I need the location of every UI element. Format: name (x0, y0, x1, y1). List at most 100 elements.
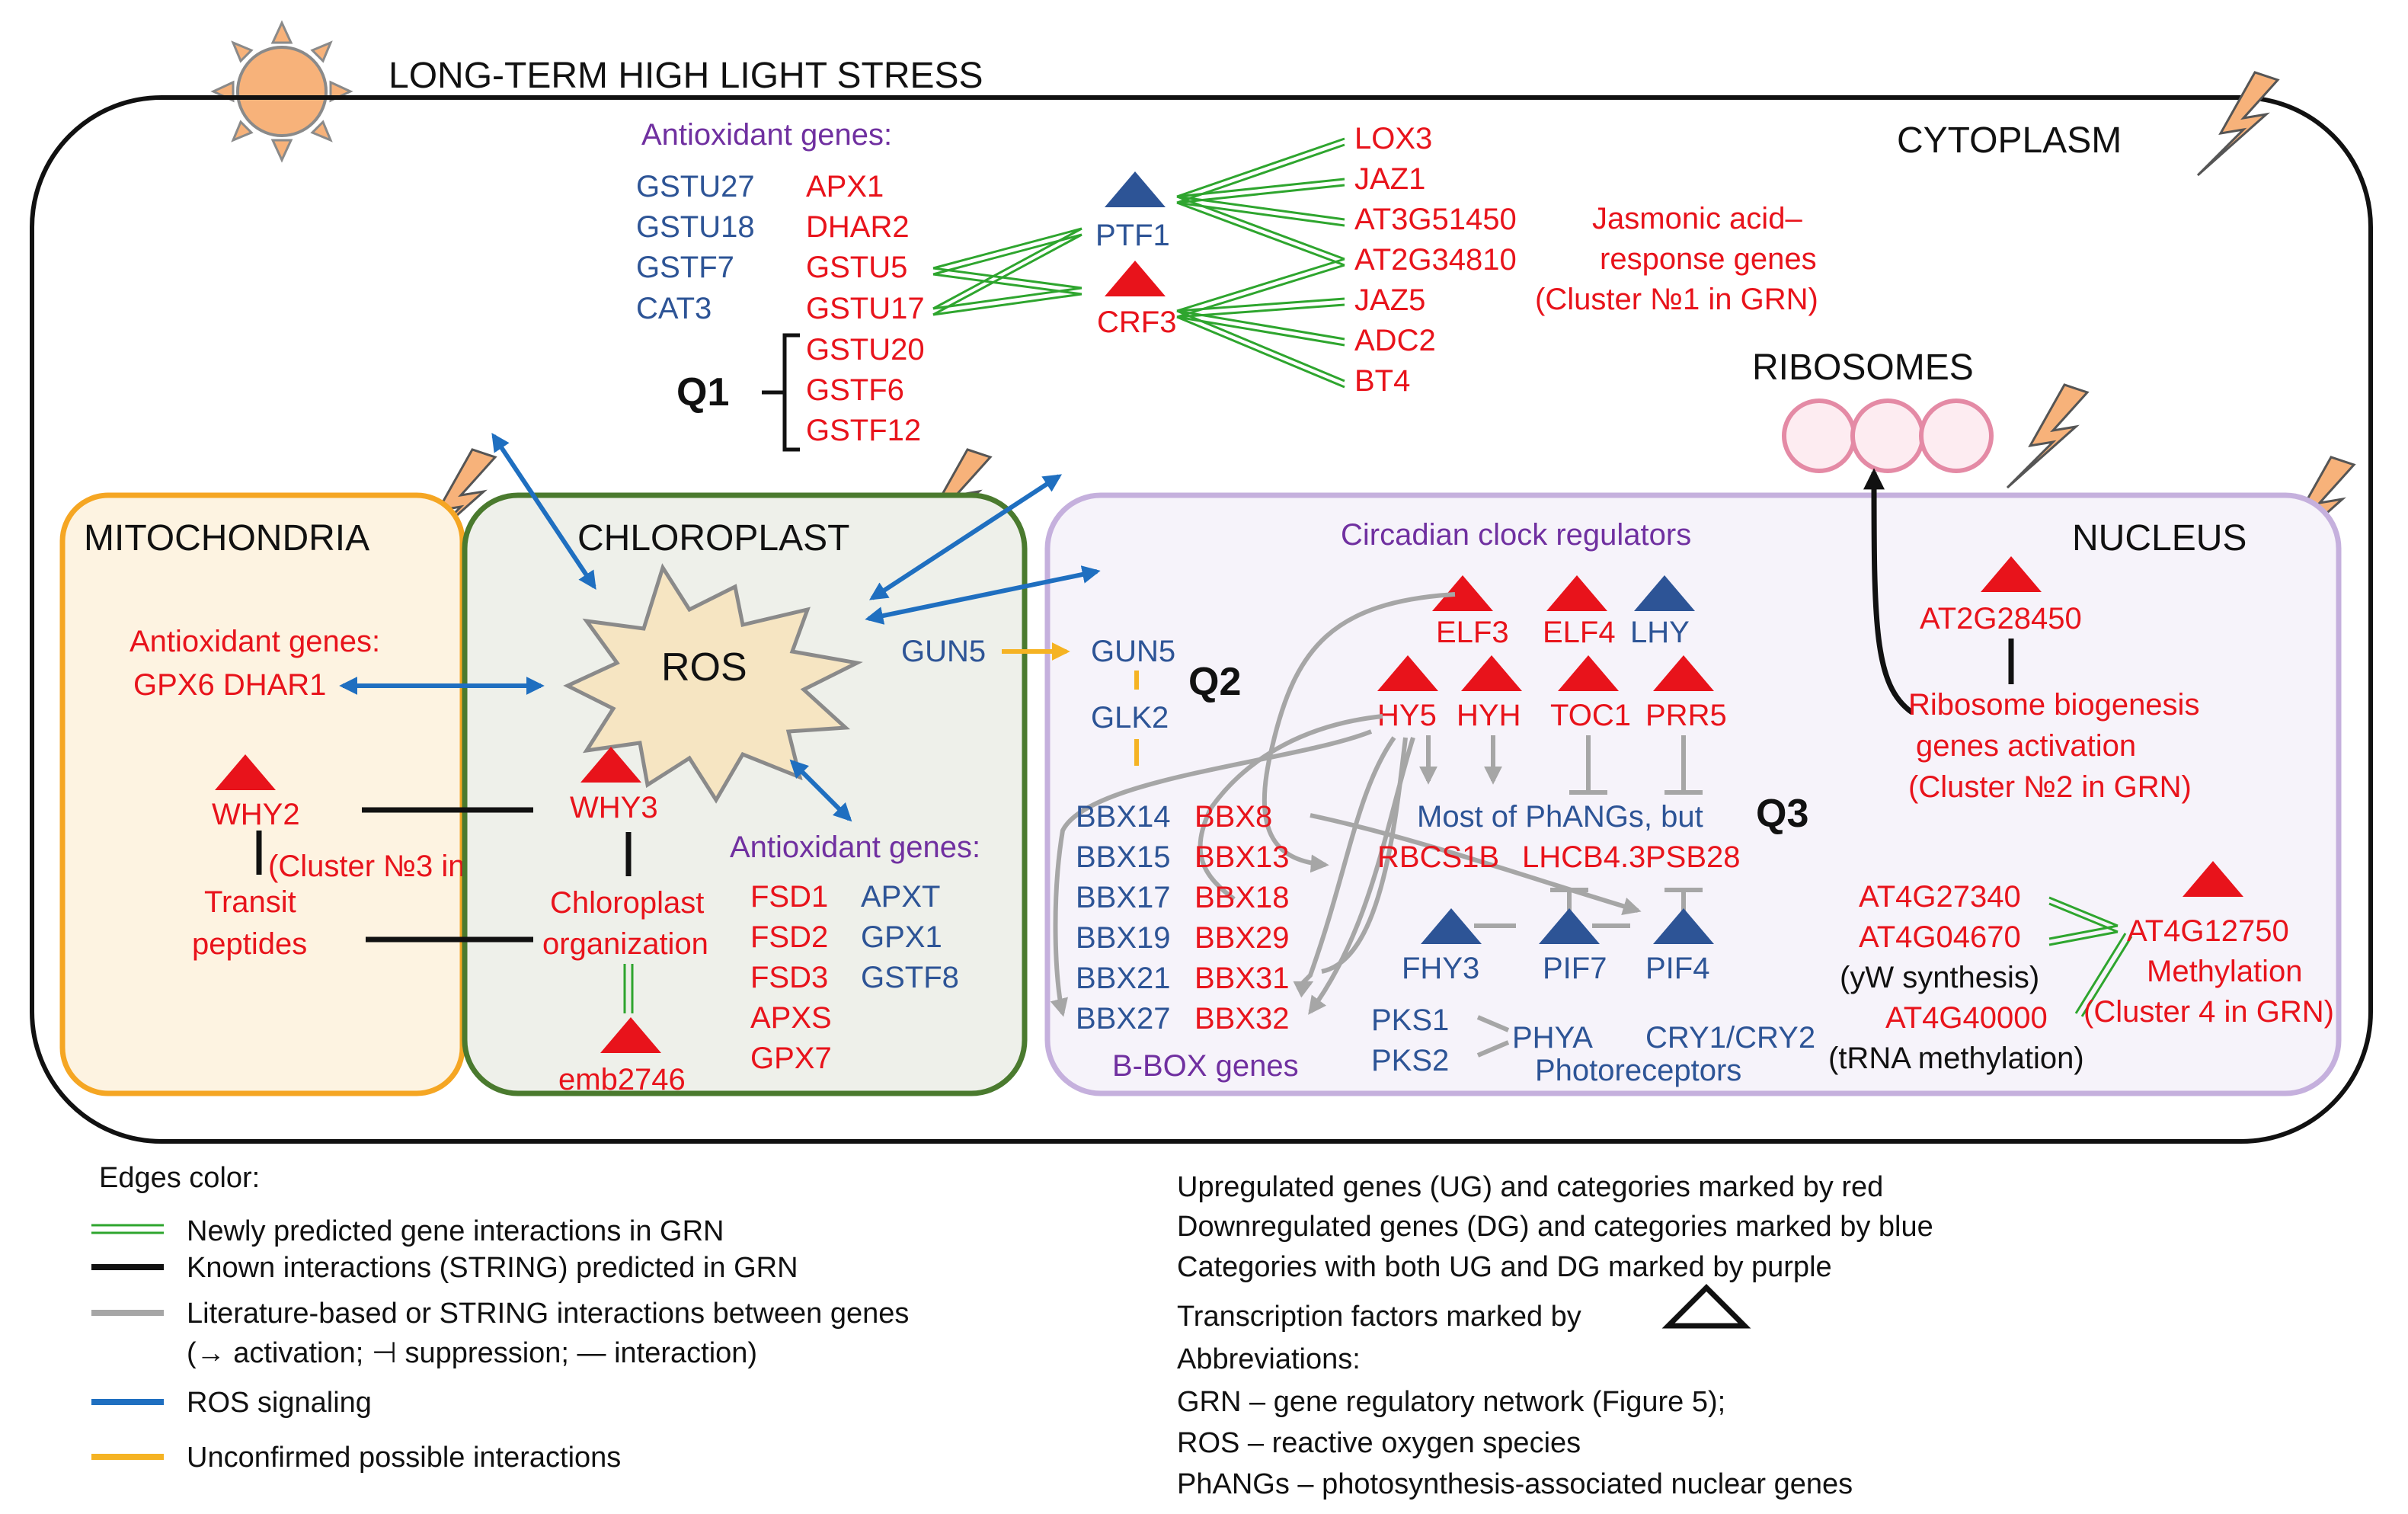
gene-label: GPX7 (750, 1042, 832, 1075)
gene-label: BBX18 (1194, 881, 1290, 914)
tf-triangle-icon (1981, 556, 2042, 592)
ribo-caption: Ribosome biogenesis genes activation (Cl… (1908, 688, 2199, 804)
gene-label: CAT3 (636, 292, 712, 325)
organization-line-1: Chloroplast (550, 886, 704, 920)
ja-caption: Jasmonic acid– response genes (Cluster №… (1535, 202, 1818, 316)
q1-ja-edges (1176, 137, 1345, 389)
ribosomes-label: RIBOSOMES (1752, 347, 1974, 388)
gene-label: AT2G34810 (1354, 243, 1517, 277)
gene-label: ADC2 (1354, 324, 1436, 357)
ja-genes: LOX3 JAZ1 AT3G51450 AT2G34810 JAZ5 ADC2 … (1354, 122, 1517, 398)
legend-header: Edges color: (99, 1162, 260, 1194)
gene-label: GSTF12 (806, 414, 921, 447)
tf-triangle-icon (215, 754, 276, 790)
chloroplast-compartment (462, 492, 1028, 1096)
gene-label: AT4G27340 (1859, 880, 2021, 914)
gene-label: BBX21 (1076, 962, 1171, 995)
tf-triangle-icon (1558, 655, 1619, 691)
tf-triangle-icon (580, 747, 641, 783)
ros-burst-icon (563, 563, 863, 804)
organization-line-2: organization (542, 927, 708, 961)
tf-elf4: ELF4 (1543, 616, 1616, 649)
sun-icon (210, 20, 353, 163)
legend-ug: Upregulated genes (UG) and categories ma… (1177, 1171, 1883, 1203)
chloro-red-genes: FSD1 FSD2 FSD3 APXS GPX7 (750, 880, 832, 1075)
methylation-label: Methylation (2147, 955, 2303, 988)
legend-new-swatch (91, 1224, 164, 1234)
q1-bracket (762, 333, 800, 452)
legend-dg: Downregulated genes (DG) and categories … (1177, 1211, 1933, 1243)
at4g12750: AT4G12750 (2127, 914, 2289, 948)
mito-antioxidant-header: Antioxidant genes: (130, 625, 380, 658)
tf-crf3: CRF3 (1097, 306, 1176, 339)
gene-label: GSTU20 (806, 333, 925, 366)
gene-label: JAZ5 (1354, 283, 1425, 317)
pks2: PKS2 (1371, 1044, 1449, 1077)
caption-line: genes activation (1916, 729, 2136, 763)
q1-blue-genes: GSTU27 GSTU18 GSTF7 CAT3 (636, 170, 755, 325)
legend-ros-abbrev: ROS – reactive oxygen species (1177, 1427, 1581, 1459)
legend-tf: Transcription factors marked by (1177, 1301, 1581, 1333)
chloro-gun5: GUN5 (901, 635, 986, 668)
bbx-blue-genes: BBX14 BBX15 BBX17 BBX19 BBX21 BBX27 (1076, 800, 1171, 1035)
gene-label: BBX17 (1076, 881, 1171, 914)
gene-label: AT3G51450 (1354, 203, 1517, 236)
bbx-red-genes: BBX8 BBX13 BBX18 BBX29 BBX31 BBX32 (1194, 800, 1290, 1035)
ribosome-icon (1782, 399, 1994, 473)
tf-why2: WHY2 (212, 798, 300, 831)
caption-line: (Cluster №1 in GRN) (1535, 283, 1818, 316)
tf-triangle-icon (1432, 575, 1493, 611)
gene-label: BBX19 (1076, 921, 1171, 955)
new-edge (623, 964, 634, 1013)
tf-triangle-icon (1421, 908, 1482, 944)
emb2746: emb2746 (558, 1063, 686, 1096)
gene-label: BBX31 (1194, 962, 1290, 995)
legend-mixed: Categories with both UG and DG marked by… (1177, 1251, 1832, 1283)
gene-label: LHCB4.3 (1522, 840, 1645, 874)
ros-label: ROS (661, 645, 747, 690)
gene-label: BT4 (1354, 364, 1410, 398)
q2-label: Q2 (1188, 660, 1241, 704)
tf-outline-triangle-icon (1661, 1284, 1751, 1329)
legend-new: Newly predicted gene interactions in GRN (187, 1215, 724, 1247)
tf-hyh: HYH (1457, 699, 1521, 732)
tf-lhy: LHY (1630, 616, 1690, 649)
q1-antioxidant-header: Antioxidant genes: (641, 118, 892, 152)
caption-line: (Cluster №2 in GRN) (1908, 770, 2192, 804)
mitochondria-label: MITOCHONDRIA (84, 518, 369, 559)
gene-label: BBX13 (1194, 840, 1290, 874)
trna-caption: (tRNA methylation) (1828, 1042, 2084, 1075)
tf-why3: WHY3 (570, 791, 658, 824)
mitochondria-compartment (59, 492, 465, 1096)
gene-label: GSTU27 (636, 170, 755, 203)
phangs-genes: RBCS1B LHCB4.3 PSB28 (1377, 840, 1741, 874)
gene-label: BBX15 (1076, 840, 1171, 874)
cluster4-caption: (Cluster 4 in GRN) (2083, 995, 2334, 1029)
photoreceptors-label: Photoreceptors (1535, 1054, 1741, 1087)
gene-label: PSB28 (1645, 840, 1741, 874)
tf-triangle-icon (1653, 908, 1714, 944)
legend-literature-sub: (→ activation; ⊣ suppression; — interact… (187, 1337, 757, 1369)
legend-abbrev-header: Abbreviations: (1177, 1343, 1361, 1375)
pif4: PIF4 (1645, 952, 1709, 985)
tf-triangle-icon (1461, 655, 1522, 691)
tf-triangle-icon (2183, 861, 2243, 897)
gene-label: BBX14 (1076, 800, 1171, 834)
gene-label: APXT (861, 880, 940, 914)
cry1-cry2: CRY1/CRY2 (1645, 1021, 1815, 1055)
gene-label: RBCS1B (1377, 840, 1499, 874)
tf-triangle-icon (600, 1017, 661, 1053)
chloro-blue-genes: APXT GPX1 GSTF8 (861, 880, 959, 994)
gene-label: GPX1 (861, 920, 942, 954)
gene-label: APX1 (806, 170, 884, 203)
gene-label: BBX27 (1076, 1002, 1171, 1035)
cytoplasm-label: CYTOPLASM (1897, 120, 2122, 161)
transit-line-2: peptides (192, 927, 307, 961)
tf-triangle-icon (1539, 908, 1600, 944)
pks1: PKS1 (1371, 1003, 1449, 1037)
tf-elf3: ELF3 (1436, 616, 1509, 649)
gene-label: GSTF6 (806, 373, 904, 407)
gene-label: FSD3 (750, 961, 828, 994)
legend-known: Known interactions (STRING) predicted in… (187, 1252, 798, 1284)
